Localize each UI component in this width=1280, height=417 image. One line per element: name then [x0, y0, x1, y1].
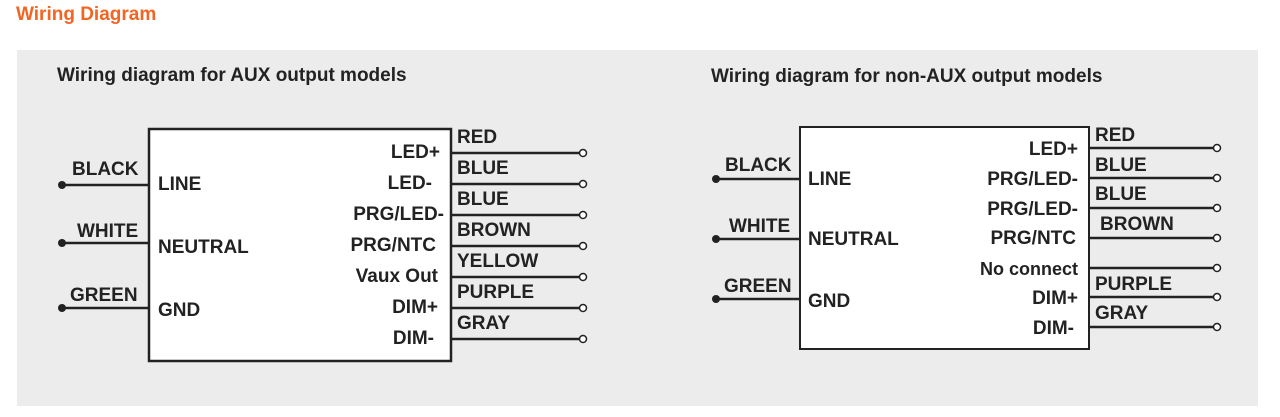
terminal-dot — [58, 181, 66, 189]
terminal-open-circle — [578, 272, 588, 282]
terminal-label: LINE — [808, 169, 851, 190]
terminal-dot — [712, 235, 720, 243]
terminal-open-circle — [578, 210, 588, 220]
terminal-dot — [712, 175, 720, 183]
terminal-open-circle — [578, 303, 588, 313]
wire-label: BLUE — [1095, 155, 1147, 176]
wire-label: BROWN — [1100, 214, 1174, 235]
terminal-label: LED+ — [391, 142, 440, 163]
aux-output-prg-ntc: PRG/NTC BROWN — [351, 220, 588, 256]
wire-label: WHITE — [729, 216, 790, 237]
terminal-label: PRG/LED- — [353, 204, 444, 225]
non-aux-output-no-connect: No connect — [980, 259, 1222, 279]
non-aux-driver-box — [799, 126, 1090, 350]
terminal-label: LED- — [388, 173, 432, 194]
wire-label: GRAY — [1095, 303, 1148, 324]
terminal-label: PRG/LED- — [987, 169, 1078, 190]
aux-diagram-title: Wiring diagram for AUX output models — [57, 65, 407, 86]
wire-label: RED — [1095, 125, 1135, 146]
terminal-label: PRG/LED- — [987, 199, 1078, 220]
terminal-dot — [58, 304, 66, 312]
wire-label: BLUE — [457, 189, 509, 210]
terminal-open-circle — [1212, 203, 1222, 213]
wire-label: BLACK — [72, 159, 139, 180]
terminal-dot — [58, 239, 66, 247]
non-aux-output-prg-led-minus-2: PRG/LED- BLUE — [987, 184, 1222, 220]
aux-output-prg-led-minus: PRG/LED- BLUE — [353, 189, 588, 225]
aux-driver-box — [147, 127, 453, 363]
wire-label: GREEN — [70, 285, 138, 306]
wire-label: GRAY — [457, 313, 510, 334]
terminal-label: GND — [158, 300, 200, 321]
terminal-open-circle — [1212, 292, 1222, 302]
terminal-label: PRG/NTC — [351, 235, 437, 256]
wire-label: PURPLE — [457, 282, 534, 303]
wire-label: YELLOW — [457, 251, 538, 272]
aux-input-green: GREEN GND — [58, 285, 200, 321]
page-title: Wiring Diagram — [16, 4, 157, 25]
non-aux-input-white: WHITE NEUTRAL — [712, 216, 899, 250]
terminal-label: LED+ — [1029, 139, 1078, 160]
terminal-label: NEUTRAL — [808, 229, 899, 250]
terminal-label: DIM- — [1033, 318, 1074, 339]
wire-label: BROWN — [457, 220, 531, 241]
terminal-label: PRG/NTC — [991, 228, 1077, 249]
aux-input-white: WHITE NEUTRAL — [58, 221, 249, 258]
non-aux-diagram-title: Wiring diagram for non-AUX output models — [711, 66, 1102, 87]
terminal-label: DIM+ — [1032, 288, 1078, 309]
wire-label: BLUE — [1095, 184, 1147, 205]
terminal-open-circle — [578, 334, 588, 344]
wire-label: PURPLE — [1095, 274, 1172, 295]
non-aux-output-prg-ntc: PRG/NTC BROWN — [991, 214, 1222, 249]
terminal-label: GND — [808, 291, 850, 312]
terminal-label: DIM+ — [392, 297, 438, 318]
terminal-open-circle — [1212, 173, 1222, 183]
aux-output-vaux-out: Vaux Out YELLOW — [356, 251, 588, 287]
terminal-open-circle — [1212, 233, 1222, 243]
wire-label: WHITE — [77, 221, 138, 242]
terminal-dot — [712, 295, 720, 303]
aux-output-led-minus: LED- BLUE — [388, 158, 588, 194]
aux-output-dim-minus: DIM- GRAY — [393, 313, 588, 349]
terminal-label: LINE — [158, 174, 201, 195]
non-aux-input-green: GREEN GND — [712, 276, 850, 312]
aux-diagram: Wiring diagram for AUX output models BLA… — [57, 65, 588, 363]
terminal-label: NEUTRAL — [158, 237, 249, 258]
aux-input-black: BLACK LINE — [58, 159, 201, 195]
non-aux-input-black: BLACK LINE — [712, 155, 851, 190]
terminal-label: DIM- — [393, 328, 434, 349]
terminal-open-circle — [578, 148, 588, 158]
terminal-label: No connect — [980, 259, 1078, 279]
non-aux-output-dim-minus: DIM- GRAY — [1033, 303, 1222, 339]
terminal-label: Vaux Out — [356, 266, 439, 287]
wire-label: BLUE — [457, 158, 509, 179]
wire-label: BLACK — [725, 155, 792, 176]
wire-label: GREEN — [724, 276, 792, 297]
aux-output-dim-plus: DIM+ PURPLE — [392, 282, 588, 318]
terminal-open-circle — [578, 179, 588, 189]
terminal-open-circle — [1212, 322, 1222, 332]
wire-label: RED — [457, 127, 497, 148]
aux-output-led-plus: LED+ RED — [391, 127, 588, 163]
non-aux-output-dim-plus: DIM+ PURPLE — [1032, 274, 1222, 309]
non-aux-output-prg-led-minus-1: PRG/LED- BLUE — [987, 155, 1222, 190]
terminal-open-circle — [1212, 143, 1222, 153]
non-aux-diagram: Wiring diagram for non-AUX output models… — [711, 66, 1222, 350]
non-aux-output-led-plus: LED+ RED — [1029, 125, 1222, 160]
terminal-open-circle — [1212, 263, 1222, 273]
terminal-open-circle — [578, 241, 588, 251]
